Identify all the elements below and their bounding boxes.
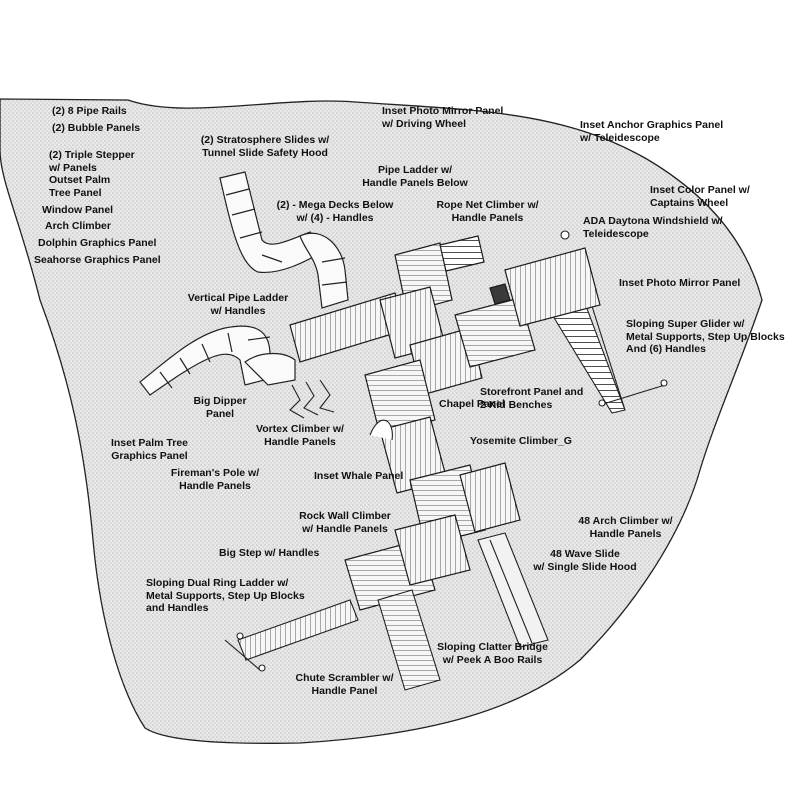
label-pipe-ladder: Pipe Ladder w/ Handle Panels Below <box>362 164 468 189</box>
label-triple-stepper: (2) Triple Stepper w/ Panels Outset Palm… <box>49 149 135 199</box>
label-mega-decks: (2) - Mega Decks Below w/ (4) - Handles <box>276 199 394 224</box>
label-arch-48: 48 Arch Climber w/ Handle Panels <box>578 515 673 540</box>
label-anchor-panel: Inset Anchor Graphics Panel w/ Teleidesc… <box>580 119 724 144</box>
label-super-glider: Sloping Super Glider w/ Metal Supports, … <box>626 318 785 355</box>
label-wave-slide: 48 Wave Slide w/ Single Slide Hood <box>533 548 637 573</box>
label-window-panel: Window Panel <box>42 204 114 216</box>
label-yosemite: Yosemite Climber_G <box>470 435 572 447</box>
label-vortex: Vortex Climber w/ Handle Panels <box>256 423 344 448</box>
label-mirror-driving-wheel: Inset Photo Mirror Panel w/ Driving Whee… <box>382 105 504 130</box>
label-bubble-panels: (2) Bubble Panels <box>52 122 141 134</box>
label-chute-scrambler: Chute Scrambler w/ Handle Panel <box>295 672 394 697</box>
arch-climber-48 <box>369 419 393 441</box>
label-rock-wall: Rock Wall Climber w/ Handle Panels <box>299 510 391 535</box>
clatter-bridge <box>377 589 441 691</box>
label-color-panel: Inset Color Panel w/ Captains Wheel <box>650 184 750 209</box>
label-stratosphere-slides: (2) Stratosphere Slides w/ Tunnel Slide … <box>200 134 330 159</box>
label-rope-net: Rope Net Climber w/ Handle Panels <box>436 199 539 224</box>
vortex-climber <box>289 379 335 419</box>
label-arch-climber: Arch Climber <box>45 220 111 232</box>
label-storefront: Storefront Panel and 2 Kid Benches <box>480 386 584 411</box>
label-clatter-bridge: Sloping Clatter Bridge w/ Peek A Boo Rai… <box>437 641 548 666</box>
label-firemans-pole: Fireman's Pole w/ Handle Panels <box>170 467 260 492</box>
label-big-step: Big Step w/ Handles <box>219 547 320 559</box>
label-big-dipper: Big Dipper Panel <box>193 395 247 420</box>
label-vertical-pipe-ladder: Vertical Pipe Ladder w/ Handles <box>187 292 289 317</box>
label-seahorse-panel: Seahorse Graphics Panel <box>34 254 161 266</box>
label-dual-ring: Sloping Dual Ring Ladder w/ Metal Suppor… <box>146 577 305 614</box>
label-palm-tree: Inset Palm Tree Graphics Panel <box>110 437 189 462</box>
dual-ring-ladder <box>224 599 359 672</box>
main-deck-structure <box>289 235 601 611</box>
label-photo-mirror: Inset Photo Mirror Panel <box>619 277 741 289</box>
stratosphere-slide-upper <box>219 171 349 309</box>
label-pipe-rails: (2) 8 Pipe Rails <box>52 105 127 117</box>
label-dolphin-panel: Dolphin Graphics Panel <box>38 237 157 249</box>
wave-slide <box>477 532 549 648</box>
stratosphere-slide-lower <box>139 325 296 396</box>
label-chapel: Chapel Panel <box>439 398 505 410</box>
label-whale: Inset Whale Panel <box>314 470 404 482</box>
label-ada-windshield: ADA Daytona Windshield w/ Teleidescope <box>583 215 723 240</box>
